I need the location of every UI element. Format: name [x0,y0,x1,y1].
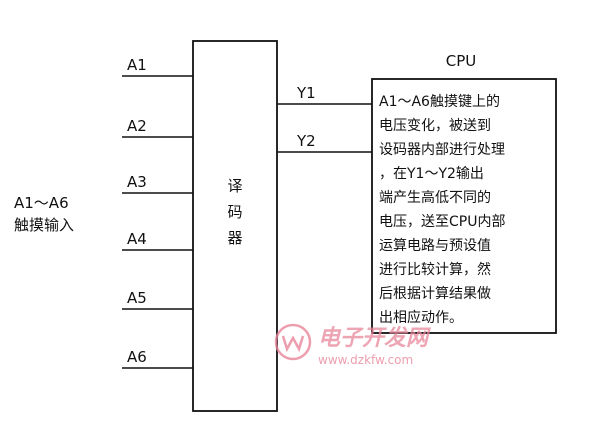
cpu-description-line: 运算电路与预设值 [379,238,491,254]
decoder-label-line-2: 码 [227,203,242,221]
touch-input-line-1: A1～A6 [14,194,69,212]
cpu-description-line: 端产生高低不同的 [379,189,491,206]
decoder-label-line-3: 器 [227,229,242,247]
output-label-y2: Y2 [296,132,316,150]
touch-input-line-2: 触摸输入 [14,216,74,234]
input-label-a2: A2 [127,117,147,135]
watermark-logo-icon [274,323,312,361]
input-label-a3: A3 [127,173,147,191]
decoder-label-line-1: 译 [227,177,242,195]
output-lines [277,103,372,153]
cpu-description-line: 出相应动作。 [379,309,463,326]
output-label-y1: Y1 [296,84,316,102]
cpu-description-line: 进行比较计算，然 [379,261,491,278]
input-label-a6: A6 [127,348,147,366]
watermark: 电子开发网 www.dzkfw.com [274,323,431,367]
cpu-description-line: ，在Y1～Y2输出 [379,166,484,182]
watermark-title: 电子开发网 [318,325,431,351]
cpu-description-line: 后根据计算结果做 [379,286,491,302]
input-lines [122,75,193,369]
input-label-a4: A4 [127,230,147,248]
cpu-description-line: 电压变化，被送到 [379,118,491,134]
decoder-box [192,40,278,412]
cpu-description-line: A1～A6触摸键上的 [379,94,500,110]
cpu-description-line: 电压，送至CPU内部 [379,214,505,230]
cpu-title: CPU [446,52,477,70]
cpu-description-line: 设码器内部进行处理 [379,142,505,158]
input-label-a5: A5 [127,289,147,307]
cpu-description: A1～A6触摸键上的 电压变化，被送到 设码器内部进行处理 ，在Y1～Y2输出 … [379,94,505,326]
watermark-url: www.dzkfw.com [318,353,413,367]
input-label-a1: A1 [127,56,147,74]
input-labels: A1 A2 A3 A4 A5 A6 [127,56,147,366]
cpu-box [371,78,557,334]
